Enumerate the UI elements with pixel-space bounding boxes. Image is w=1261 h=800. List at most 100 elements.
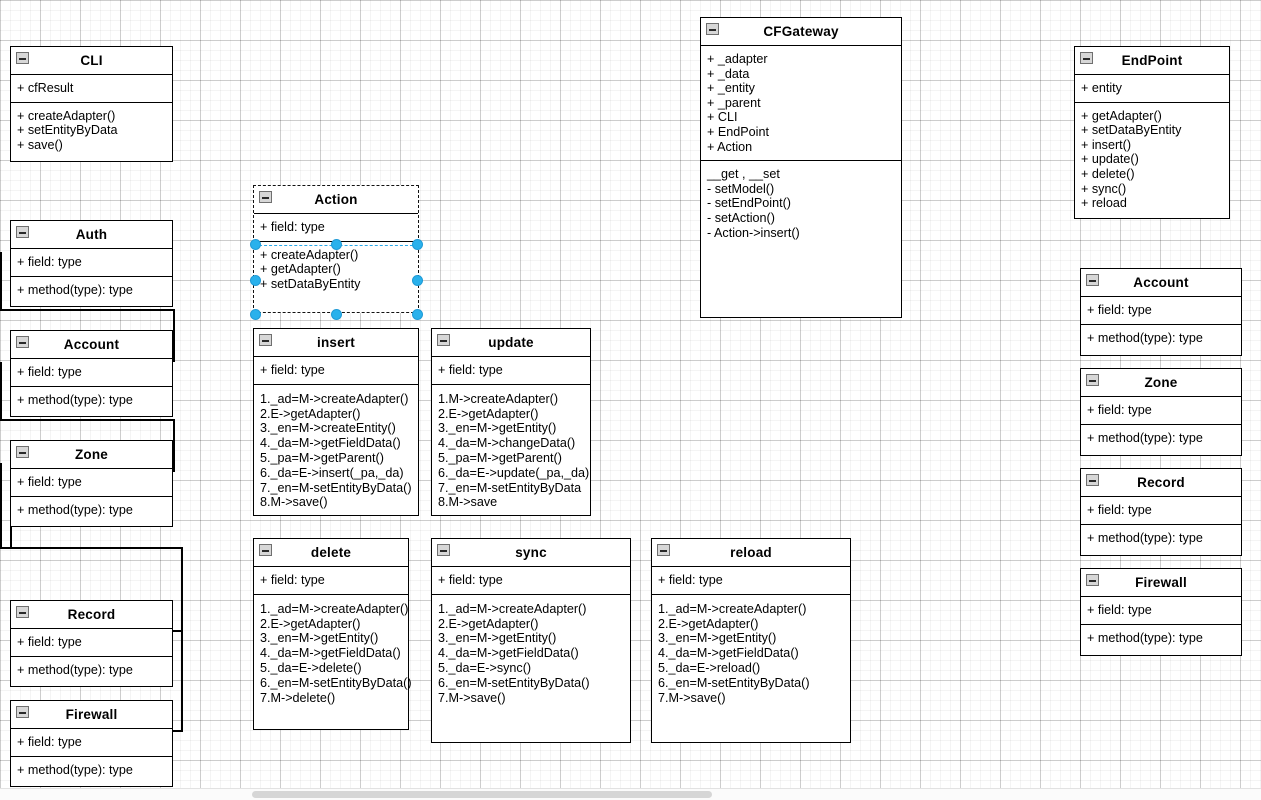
method-row: 4._da=M->getFieldData() xyxy=(658,646,799,661)
method-row: - Action->insert() xyxy=(707,225,800,240)
method-row: + method(type): type xyxy=(17,762,133,777)
class-header[interactable]: reload xyxy=(652,539,850,567)
class-methods-compartment: 1._ad=M->createAdapter()2.E->getAdapter(… xyxy=(254,595,412,712)
class-header[interactable]: Record xyxy=(1081,469,1241,497)
method-row: 5._da=E->reload() xyxy=(658,660,761,675)
class-header[interactable]: sync xyxy=(432,539,630,567)
class-methods-compartment: __get , __set- setModel()- setEndPoint()… xyxy=(701,161,901,246)
collapse-minus-icon[interactable] xyxy=(16,52,29,64)
method-row: 3._en=M->getEntity() xyxy=(260,631,379,646)
class-attributes-compartment: + field: type xyxy=(432,357,590,385)
uml-class-endpoint[interactable]: EndPoint+ entity+ getAdapter()+ setDataB… xyxy=(1074,46,1230,219)
collapse-minus-icon[interactable] xyxy=(657,544,670,556)
collapse-minus-icon[interactable] xyxy=(16,226,29,238)
collapse-minus-icon[interactable] xyxy=(259,544,272,556)
class-header[interactable]: Zone xyxy=(11,441,172,469)
horizontal-scrollbar-thumb[interactable] xyxy=(252,791,712,798)
class-attributes-compartment: + field: type xyxy=(1081,597,1241,625)
class-header[interactable]: Account xyxy=(1081,269,1241,297)
resize-handle[interactable] xyxy=(249,308,261,320)
method-row: + getAdapter() xyxy=(1081,108,1162,123)
uml-class-auth-left[interactable]: Auth+ field: type+ method(type): type xyxy=(10,220,173,307)
collapse-minus-icon[interactable] xyxy=(1080,52,1093,64)
collapse-minus-icon[interactable] xyxy=(16,446,29,458)
uml-class-firewall-left[interactable]: Firewall+ field: type+ method(type): typ… xyxy=(10,700,173,787)
collapse-minus-icon[interactable] xyxy=(706,23,719,35)
collapse-minus-icon[interactable] xyxy=(1086,574,1099,586)
attribute-row: + field: type xyxy=(17,635,82,649)
class-header[interactable]: delete xyxy=(254,539,408,567)
class-header[interactable]: Record xyxy=(11,601,172,629)
connector-segment xyxy=(0,547,183,549)
class-name: sync xyxy=(515,544,547,560)
method-row: + reload xyxy=(1081,196,1127,211)
method-row: 1._ad=M->createAdapter() xyxy=(260,391,409,406)
class-header[interactable]: EndPoint xyxy=(1075,47,1229,75)
class-header[interactable]: Auth xyxy=(11,221,172,249)
class-header[interactable]: Zone xyxy=(1081,369,1241,397)
collapse-minus-icon[interactable] xyxy=(259,334,272,346)
horizontal-scrollbar-track[interactable] xyxy=(0,788,1261,800)
method-row: 4._da=M->changeData() xyxy=(438,436,576,451)
class-attributes-compartment: + field: type xyxy=(432,567,630,595)
resize-handle[interactable] xyxy=(411,308,423,320)
resize-handle[interactable] xyxy=(411,238,423,250)
class-attributes-compartment: + cfResult xyxy=(11,75,172,103)
attribute-row: + cfResult xyxy=(17,81,74,95)
uml-class-cli[interactable]: CLI+ cfResult+ createAdapter()+ setEntit… xyxy=(10,46,173,162)
uml-class-zone-right[interactable]: Zone+ field: type+ method(type): type xyxy=(1080,368,1242,456)
class-name: insert xyxy=(317,334,355,350)
collapse-minus-icon[interactable] xyxy=(437,544,450,556)
resize-handle[interactable] xyxy=(249,238,261,250)
collapse-minus-icon[interactable] xyxy=(16,706,29,718)
class-methods-compartment: + method(type): type xyxy=(1081,425,1241,452)
resize-handle[interactable] xyxy=(411,274,423,286)
collapse-minus-icon[interactable] xyxy=(16,606,29,618)
attribute-row: + field: type xyxy=(17,365,82,379)
method-row: 4._da=M->getFieldData() xyxy=(438,646,579,661)
collapse-minus-icon[interactable] xyxy=(1086,474,1099,486)
uml-class-zone-left[interactable]: Zone+ field: type+ method(type): type xyxy=(10,440,173,527)
class-attributes-compartment: + _adapter+ _data+ _entity+ _parent+ CLI… xyxy=(701,46,901,162)
class-header[interactable]: update xyxy=(432,329,590,357)
resize-handle[interactable] xyxy=(330,238,342,250)
collapse-minus-icon[interactable] xyxy=(1086,374,1099,386)
attribute-row: + Action xyxy=(707,139,753,154)
uml-class-record-left[interactable]: Record+ field: type+ method(type): type xyxy=(10,600,173,687)
class-header[interactable]: Firewall xyxy=(1081,569,1241,597)
method-row: 3._en=M->createEntity() xyxy=(260,421,396,436)
method-row: + setDataByEntity xyxy=(1081,123,1182,138)
uml-class-account-right[interactable]: Account+ field: type+ method(type): type xyxy=(1080,268,1242,356)
resize-handle[interactable] xyxy=(249,274,261,286)
class-header[interactable]: Account xyxy=(11,331,172,359)
method-row: + createAdapter() xyxy=(17,108,116,123)
collapse-minus-icon[interactable] xyxy=(16,336,29,348)
uml-class-record-right[interactable]: Record+ field: type+ method(type): type xyxy=(1080,468,1242,556)
method-row: 6._en=M-setEntityByData() xyxy=(260,675,412,690)
method-row: 7.M->save() xyxy=(438,690,506,705)
uml-class-account-left[interactable]: Account+ field: type+ method(type): type xyxy=(10,330,173,417)
connector-segment xyxy=(173,309,175,361)
resize-handle[interactable] xyxy=(330,308,342,320)
uml-class-cfgateway[interactable]: CFGateway+ _adapter+ _data+ _entity+ _pa… xyxy=(700,17,902,318)
uml-class-firewall-right[interactable]: Firewall+ field: type+ method(type): typ… xyxy=(1080,568,1242,656)
method-row: 7.M->save() xyxy=(658,690,726,705)
class-name: Record xyxy=(1137,474,1185,490)
collapse-minus-icon[interactable] xyxy=(437,334,450,346)
collapse-minus-icon[interactable] xyxy=(259,191,272,203)
method-row: 1._ad=M->createAdapter() xyxy=(260,601,409,616)
method-row: 5._da=E->delete() xyxy=(260,660,362,675)
class-header[interactable]: CFGateway xyxy=(701,18,901,46)
class-header[interactable]: CLI xyxy=(11,47,172,75)
class-header[interactable]: Firewall xyxy=(11,701,172,729)
attribute-row: + field: type xyxy=(438,363,503,377)
class-header[interactable]: insert xyxy=(254,329,418,357)
class-header[interactable]: Action xyxy=(254,186,418,214)
collapse-minus-icon[interactable] xyxy=(1086,274,1099,286)
